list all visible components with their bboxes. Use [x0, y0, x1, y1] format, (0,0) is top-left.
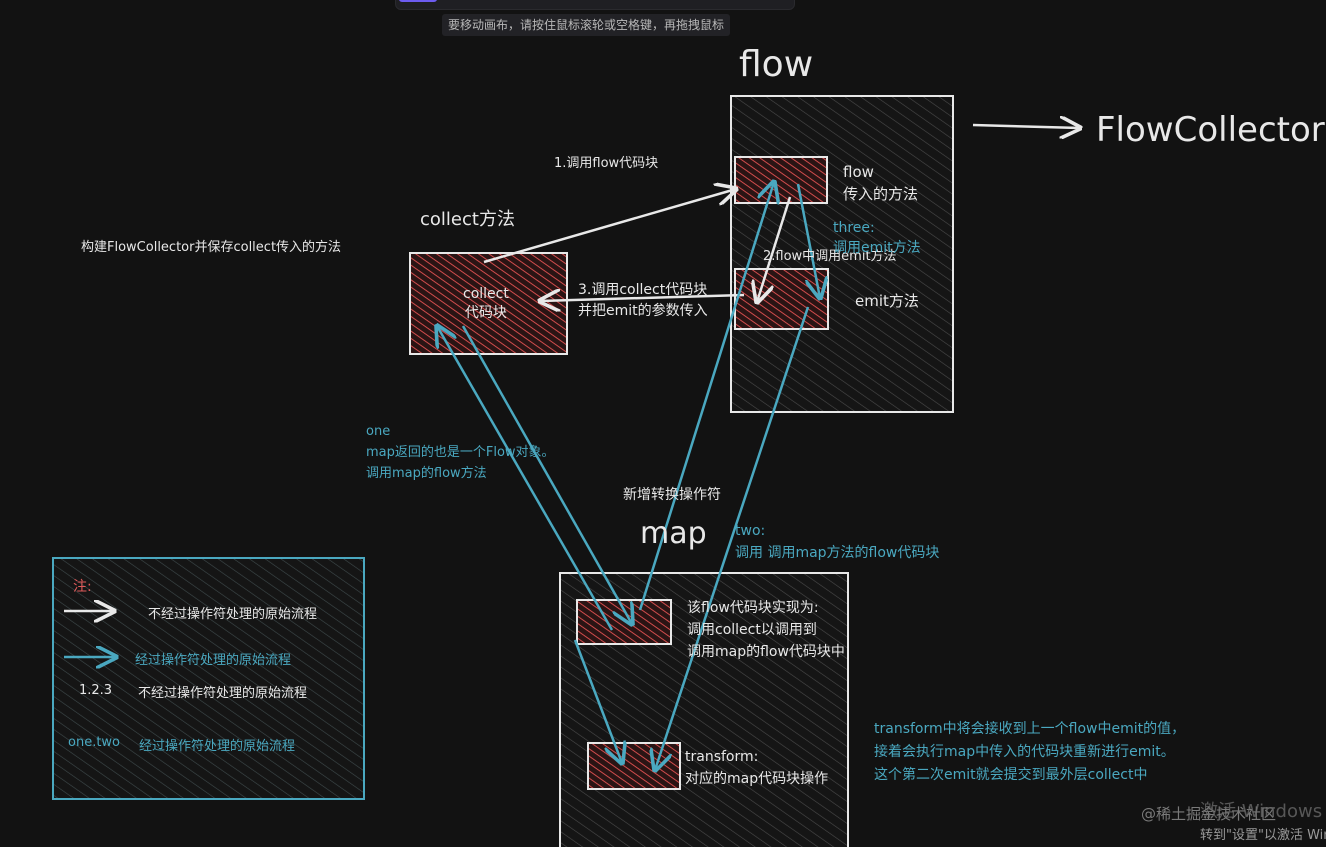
arrow-map-to-collect — [437, 326, 614, 631]
collect-box-line-1: collect — [463, 286, 509, 302]
legend-title: 注: — [73, 579, 92, 595]
one-line-3: 调用map的flow方法 — [366, 466, 487, 481]
arrow-one-collect-to-map — [461, 325, 632, 624]
two-label: two: 调用 调用map方法的flow代码块 — [735, 520, 939, 564]
two-line-1: two: — [735, 523, 766, 539]
arrow-flow-to-emit — [757, 196, 792, 302]
arrow-three-flow-to-emit — [796, 183, 820, 298]
transform-line-2: 对应的map代码块操作 — [685, 771, 829, 787]
flow-title: flow — [739, 44, 814, 85]
step1-label: 1.调用flow代码块 — [554, 156, 659, 171]
transform-note: transform中将会接收到上一个flow中emit的值， 接着会执行map中… — [874, 718, 1185, 787]
collect-method-title: collect方法 — [420, 209, 515, 230]
legend-row2: 经过操作符处理的原始流程 — [135, 653, 292, 668]
flow-container — [730, 95, 954, 413]
arrow-emit-to-transform — [655, 306, 810, 770]
map-block-label: 该flow代码块实现为: 调用collect以调用到 调用map的flow代码块… — [687, 597, 845, 663]
flowcollector-title: FlowCollector — [1096, 110, 1325, 150]
legend-row4: 经过操作符处理的原始流程 — [139, 739, 296, 754]
legend-row3: 不经过操作符处理的原始流程 — [138, 686, 308, 701]
map-block-line-3: 调用map的flow代码块中 — [687, 644, 845, 660]
step3-label: 3.调用collect代码块 并把emit的参数传入 — [578, 280, 708, 322]
one-line-2: map返回的也是一个Flow对象。 — [366, 445, 555, 460]
arrow-map-to-transform — [573, 639, 622, 763]
three-line-1: three: — [833, 220, 875, 236]
arrow-emit-to-collect — [540, 295, 745, 301]
toolbar-active-tool[interactable] — [399, 0, 437, 2]
two-line-2: 调用 调用map方法的flow代码块 — [735, 545, 940, 561]
three-line-2: 调用emit方法 — [833, 240, 921, 256]
arrow-collect-to-flow — [483, 189, 736, 264]
flow-block-label: flow 传入的方法 — [843, 161, 918, 205]
collect-box-label: collect 代码块 — [463, 285, 509, 323]
map-block-line-1: 该flow代码块实现为: — [687, 600, 819, 616]
arrow-flow-to-flowcollector — [972, 125, 1080, 128]
step2-label: 2.flow中调用emit方法 — [763, 249, 897, 264]
flow-block — [734, 156, 828, 204]
map-title: map — [640, 516, 707, 551]
transform-note-line-2: 接着会执行map中传入的代码块重新进行emit。 — [874, 744, 1175, 760]
legend-row1: 不经过操作符处理的原始流程 — [148, 607, 318, 622]
watermark-activate: 激活 Windows — [1200, 801, 1323, 822]
toolbar — [395, 0, 795, 10]
step3-line-1: 3.调用collect代码块 — [578, 282, 708, 298]
emit-label: emit方法 — [855, 292, 919, 310]
legend-row3-key: 1.2.3 — [79, 683, 113, 698]
transform-note-line-3: 这个第二次emit就会提交到最外层collect中 — [874, 767, 1148, 783]
watermark-site: @稀土掘金技术社区 — [1141, 805, 1277, 823]
emit-block — [734, 268, 829, 330]
collect-build-note: 构建FlowCollector并保存collect传入的方法 — [81, 240, 342, 255]
flow-block-line-2: 传入的方法 — [843, 185, 919, 203]
transform-line-1: transform: — [685, 749, 759, 765]
collect-box-line-2: 代码块 — [464, 305, 507, 321]
transform-block — [587, 742, 681, 790]
flow-block-line-1: flow — [843, 163, 874, 181]
transform-note-line-1: transform中将会接收到上一个flow中emit的值， — [874, 721, 1186, 737]
step3-line-2: 并把emit的参数传入 — [578, 303, 708, 319]
one-label: one map返回的也是一个Flow对象。 调用map的flow方法 — [366, 421, 555, 484]
transform-label: transform: 对应的map代码块操作 — [685, 746, 828, 790]
legend-box — [52, 557, 365, 800]
map-block-line-2: 调用collect以调用到 — [687, 622, 817, 638]
legend-row4-key: one.two — [68, 735, 121, 750]
one-line-1: one — [366, 424, 391, 439]
map-flow-block — [576, 599, 672, 645]
three-label: three: 调用emit方法 — [833, 218, 921, 258]
watermark-activate-hint: 转到"设置"以激活 Windows。 — [1200, 828, 1326, 843]
new-operator-label: 新增转换操作符 — [623, 487, 721, 503]
arrow-two-map-to-flow — [638, 182, 774, 611]
canvas-hint: 要移动画布，请按住鼠标滚轮或空格键，再拖拽鼠标 — [442, 14, 731, 36]
